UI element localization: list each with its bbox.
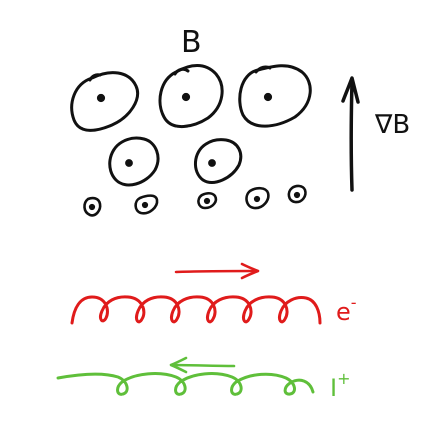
- orbit-small-3: [197, 191, 218, 210]
- electron-trajectory: [70, 295, 322, 325]
- orbit-row-large: [70, 64, 312, 132]
- gradient-label: ∇B: [374, 110, 410, 140]
- arrow-left-icon: [169, 356, 236, 374]
- arrow-up-icon: [341, 76, 360, 192]
- orbit-small-5: [287, 184, 307, 204]
- orbit-row-small: [83, 184, 307, 217]
- orbit-large-3: [238, 64, 312, 128]
- orbit-large-1: [70, 71, 139, 132]
- ion-label: I+: [330, 369, 350, 402]
- orbit-medium-2: [194, 138, 243, 184]
- orbit-small-1: [83, 196, 102, 217]
- orbit-row-medium: [108, 136, 243, 187]
- orbit-small-2: [134, 194, 159, 215]
- electron-label: e-: [336, 293, 357, 326]
- orbit-medium-1: [108, 136, 160, 187]
- arrow-right-icon: [174, 262, 260, 280]
- orbit-small-4: [245, 186, 270, 210]
- orbit-large-2: [158, 64, 224, 128]
- ion-trajectory: [56, 372, 315, 396]
- field-label: B: [181, 25, 202, 60]
